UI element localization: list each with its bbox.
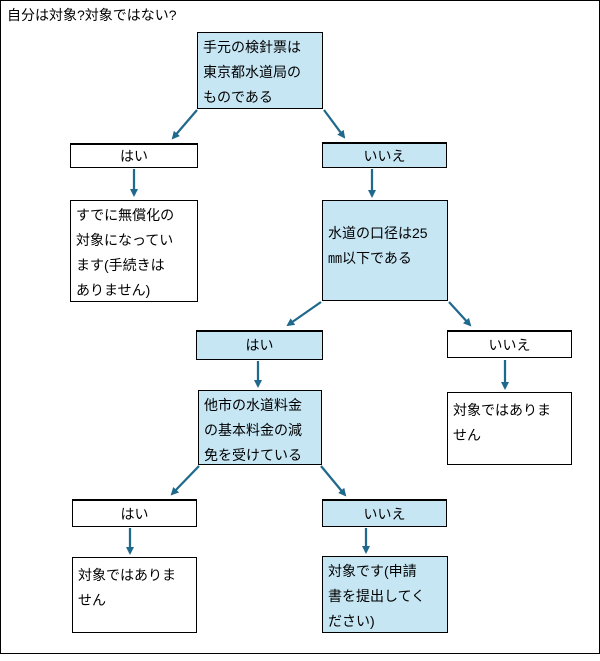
node-question-other-city-discount: 他市の水道料金 の基本料金の減 免を受けている — [198, 390, 322, 465]
node-answer-no-1: いいえ — [322, 142, 447, 168]
node-result-eligible-apply: 対象です(申請 書を提出してく ださい) — [322, 556, 448, 633]
node-answer-no-3: いいえ — [322, 499, 447, 527]
arrow-q1-to-no1 — [323, 109, 346, 139]
arrow-q3-to-yes3 — [170, 465, 200, 496]
node-question-pipe-diameter: 水道の口径は25 ㎜以下である — [322, 200, 448, 301]
node-answer-yes-2: はい — [196, 330, 323, 360]
node-question-meter-slip: 手元の検針票は 東京都水道局の ものである — [197, 32, 323, 109]
node-result-already-free: すでに無償化の 対象になってい ます(手続きは ありません) — [70, 200, 198, 302]
diagram-title: 自分は対象?対象ではない? — [7, 7, 177, 23]
node-result-not-eligible-1: 対象ではありま せん — [447, 392, 572, 465]
arrow-q2-to-yes2 — [286, 301, 322, 327]
node-answer-yes-1: はい — [70, 143, 198, 168]
arrow-q1-to-yes1 — [171, 109, 198, 140]
node-answer-yes-3: はい — [72, 499, 197, 527]
arrow-q3-to-no3 — [320, 465, 347, 497]
node-answer-no-2: いいえ — [447, 330, 572, 358]
arrow-q2-to-no2 — [448, 301, 472, 327]
node-result-not-eligible-2: 対象ではありま せん — [72, 557, 197, 633]
